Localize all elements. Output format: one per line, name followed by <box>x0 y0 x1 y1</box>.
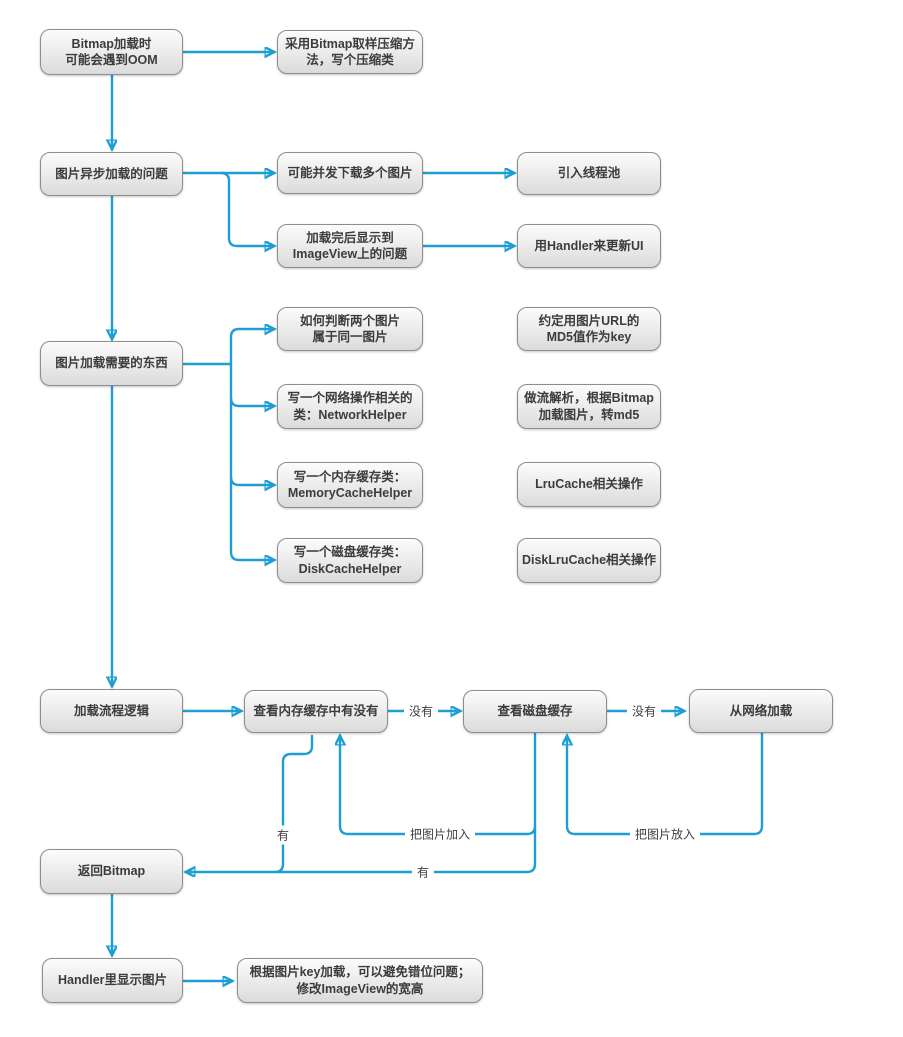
node-check-memory-cache-label: 查看内存缓存中有没有 <box>253 704 379 719</box>
node-md5-as-key-label: 约定用图片URL的 MD5值作为key <box>538 313 640 345</box>
node-handler-display-image-label: Handler里显示图片 <box>57 973 168 988</box>
node-md5-as-key: 约定用图片URL的 MD5值作为key <box>517 307 661 351</box>
node-network-helper: 写一个网络操作相关的 类：NetworkHelper <box>277 384 423 429</box>
node-display-to-imageview-label: 加载完后显示到 ImageView上的问题 <box>292 230 408 262</box>
node-disk-cache-helper-label: 写一个磁盘缓存类： DiskCacheHelper <box>293 545 407 576</box>
node-lrucache-operations-label: LruCache相关操作 <box>535 477 643 492</box>
node-async-loading-problem-label: 图片异步加载的问题 <box>55 166 168 181</box>
edge-label-no-2: 没有 <box>626 701 662 721</box>
node-disklrucache-operations-label: DiskLruCache相关操作 <box>521 553 657 568</box>
node-async-loading-problem: 图片异步加载的问题 <box>40 152 183 196</box>
node-judge-same-image: 如何判断两个图片 属于同一图片 <box>277 307 423 351</box>
node-check-disk-cache: 查看磁盘缓存 <box>463 690 607 733</box>
node-display-to-imageview: 加载完后显示到 ImageView上的问题 <box>277 224 423 268</box>
node-load-from-network-label: 从网络加载 <box>729 703 793 718</box>
node-handler-update-ui: 用Handler来更新UI <box>517 224 661 268</box>
node-handler-display-image: Handler里显示图片 <box>42 958 183 1003</box>
node-thread-pool-label: 引入线程池 <box>557 166 621 181</box>
edge-label-add-to-memory: 把图片加入 <box>404 824 476 844</box>
connector-arrow <box>340 736 537 836</box>
node-loading-flow-logic: 加载流程逻辑 <box>40 689 183 733</box>
node-bitmap-oom-label: Bitmap加载时 可能会遇到OOM <box>65 36 158 68</box>
node-load-from-network: 从网络加载 <box>689 689 833 733</box>
node-concurrent-download: 可能并发下载多个图片 <box>277 152 423 194</box>
connector-arrow <box>220 171 274 246</box>
node-stream-parse: 做流解析，根据Bitmap 加载图片，转md5 <box>517 384 661 429</box>
node-sampling-compression-label: 采用Bitmap取样压缩方 法，写个压缩类 <box>285 36 415 68</box>
node-return-bitmap-label: 返回Bitmap <box>77 864 146 879</box>
node-handler-update-ui-label: 用Handler来更新UI <box>534 238 644 253</box>
node-loading-flow-logic-label: 加载流程逻辑 <box>73 703 149 718</box>
node-thread-pool: 引入线程池 <box>517 152 661 195</box>
connector-arrow <box>186 733 537 872</box>
connector <box>274 735 314 874</box>
node-concurrent-download-label: 可能并发下载多个图片 <box>287 165 413 180</box>
node-bitmap-oom: Bitmap加载时 可能会遇到OOM <box>40 29 183 75</box>
node-return-bitmap: 返回Bitmap <box>40 849 183 894</box>
node-memory-cache-helper-label: 写一个内存缓存类： MemoryCacheHelper <box>287 469 413 501</box>
node-disk-cache-helper: 写一个磁盘缓存类： DiskCacheHelper <box>277 538 423 583</box>
node-key-loading-note: 根据图片key加载，可以避免错位问题； 修改ImageView的宽高 <box>237 958 483 1003</box>
node-sampling-compression: 采用Bitmap取样压缩方 法，写个压缩类 <box>277 30 423 74</box>
node-lrucache-operations: LruCache相关操作 <box>517 462 661 507</box>
node-loading-requirements: 图片加载需要的东西 <box>40 341 183 386</box>
node-check-memory-cache: 查看内存缓存中有没有 <box>244 690 388 733</box>
node-disklrucache-operations: DiskLruCache相关操作 <box>517 538 661 583</box>
edge-label-yes-1: 有 <box>271 825 295 845</box>
edge-label-no-1: 没有 <box>403 701 439 721</box>
edge-label-put-to-disk: 把图片放入 <box>629 824 701 844</box>
connector-arrow <box>229 551 274 560</box>
node-loading-requirements-label: 图片加载需要的东西 <box>55 356 168 371</box>
connector-arrow <box>567 733 764 836</box>
connector-arrow <box>229 397 274 406</box>
node-network-helper-label: 写一个网络操作相关的 类：NetworkHelper <box>287 391 413 422</box>
node-stream-parse-label: 做流解析，根据Bitmap 加载图片，转md5 <box>524 391 654 422</box>
node-memory-cache-helper: 写一个内存缓存类： MemoryCacheHelper <box>277 462 423 508</box>
connector-arrow <box>229 329 274 338</box>
edge-label-yes-2: 有 <box>411 862 435 882</box>
node-judge-same-image-label: 如何判断两个图片 属于同一图片 <box>299 313 400 345</box>
connector-arrow <box>229 476 274 485</box>
node-key-loading-note-label: 根据图片key加载，可以避免错位问题； 修改ImageView的宽高 <box>249 965 471 996</box>
node-check-disk-cache-label: 查看磁盘缓存 <box>497 704 573 719</box>
